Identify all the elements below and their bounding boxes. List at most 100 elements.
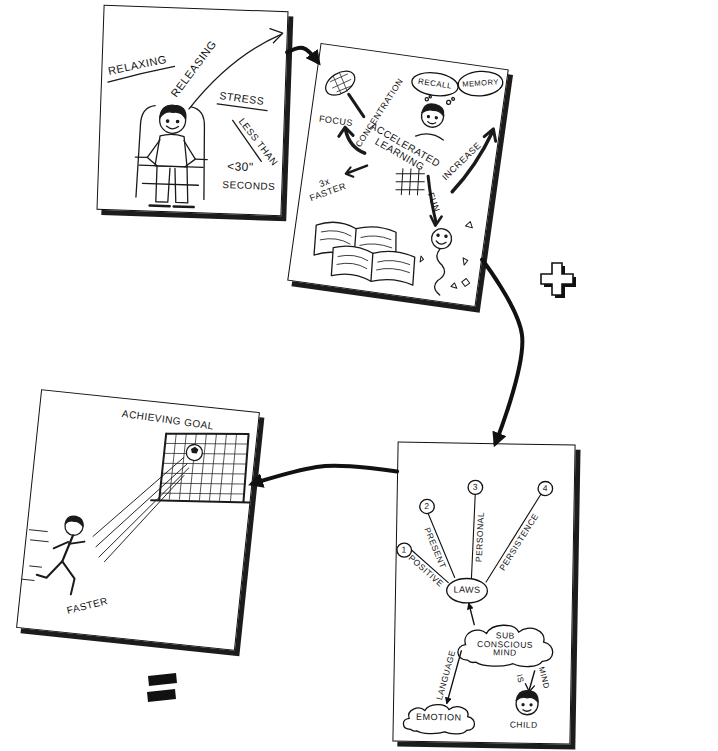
relaxed-person bbox=[183, 141, 196, 167]
equals-symbol bbox=[147, 673, 177, 702]
sketch-page: RELAXINGRELEASINGSTRESS LESS THAN<30" SECO… bbox=[96, 5, 288, 216]
mind-cloud: SUB CONSCIOUS MIND bbox=[453, 619, 558, 669]
sketch-label: IS bbox=[515, 674, 525, 684]
relaxed-person bbox=[146, 104, 197, 207]
sketch-label: RELAXING bbox=[107, 54, 168, 77]
running-child bbox=[65, 515, 84, 526]
learning-sketch bbox=[348, 163, 367, 175]
running-child bbox=[22, 529, 49, 581]
node-label: 3 bbox=[473, 483, 478, 492]
mind-cloud-shape bbox=[458, 624, 553, 667]
relaxed-person bbox=[176, 120, 178, 122]
sketch-page: ACHIEVING GOAL FASTER bbox=[16, 389, 260, 651]
equals-symbol bbox=[147, 689, 176, 702]
running-child bbox=[54, 538, 85, 551]
callout-number-shape bbox=[538, 481, 553, 495]
racket-drawing bbox=[318, 63, 371, 117]
goal-net bbox=[151, 425, 256, 511]
node-label: 4 bbox=[543, 484, 548, 493]
child-face bbox=[516, 690, 538, 701]
relaxed-person bbox=[160, 105, 187, 119]
relaxed-person bbox=[147, 139, 160, 165]
emotion-cloud: EMOTION bbox=[400, 701, 479, 736]
relaxed-person bbox=[174, 166, 189, 202]
node-label: LAWS bbox=[453, 586, 480, 596]
smiley-face bbox=[424, 227, 453, 295]
thought-bubble-shape bbox=[410, 70, 459, 99]
child-face bbox=[523, 710, 531, 712]
sketch-label: RELEASING bbox=[169, 39, 218, 100]
emotion-cloud-shape bbox=[403, 704, 475, 734]
smiley-face bbox=[432, 248, 448, 295]
sketch-label: MIND bbox=[537, 666, 550, 690]
open-books bbox=[310, 219, 421, 288]
running-child bbox=[35, 559, 76, 595]
child-face bbox=[516, 690, 538, 714]
thinking-person bbox=[416, 132, 444, 140]
sketch-label: SECONDS bbox=[222, 180, 275, 192]
sketch-page: CONCENTRATIONFOCUSACCELERATED LEARNING3x… bbox=[287, 43, 509, 307]
thinking-person bbox=[429, 95, 431, 97]
learning-sketch bbox=[345, 167, 354, 177]
thinking-person bbox=[446, 100, 451, 105]
smiley-face bbox=[437, 234, 439, 236]
smiley-face bbox=[436, 241, 446, 245]
thinking-person bbox=[452, 97, 455, 100]
sketch-label: FOCUS bbox=[318, 115, 353, 129]
sketch-label: 3x FASTER bbox=[305, 172, 347, 204]
child-face bbox=[522, 704, 524, 706]
laws-ellipse: LAWS bbox=[446, 577, 488, 604]
goal-net bbox=[160, 435, 250, 501]
plus-symbol bbox=[541, 263, 573, 295]
memory-ellipse: MEMORY bbox=[457, 69, 505, 98]
node-label: EMOTION bbox=[416, 713, 462, 723]
racket-drawing bbox=[321, 66, 359, 100]
goal-net bbox=[151, 425, 256, 511]
sketch-label: ACHIEVING GOAL bbox=[121, 409, 214, 432]
goal-sketch bbox=[17, 390, 261, 652]
open-books bbox=[369, 253, 375, 281]
sketch-label: LESS THAN bbox=[237, 117, 280, 168]
callout-number-shape bbox=[468, 480, 483, 494]
thinking-person bbox=[422, 103, 445, 116]
callout-number-shape bbox=[420, 499, 435, 513]
learning-sketch bbox=[339, 126, 354, 138]
flow-arrow bbox=[252, 466, 397, 484]
memory-ellipse-shape bbox=[457, 70, 503, 97]
relaxed-person bbox=[166, 126, 178, 129]
sketch-label: STRESS bbox=[219, 90, 265, 107]
learning-sketch bbox=[422, 176, 442, 222]
sketch-page: IS MIND CHILD 1 2 3 4LAWS SUB CONSCIOUS MIND EMO… bbox=[392, 441, 575, 744]
node-label: 2 bbox=[424, 502, 429, 511]
smiley-face bbox=[430, 227, 453, 250]
child-face bbox=[530, 704, 532, 706]
learning-sketch bbox=[429, 215, 441, 226]
learning-sketch bbox=[484, 128, 498, 142]
node-label: 1 bbox=[402, 546, 407, 555]
relaxed-person bbox=[150, 206, 194, 208]
sketch-label: FASTER bbox=[66, 596, 109, 616]
soccer-ball bbox=[186, 444, 204, 462]
learning-sketch bbox=[417, 215, 478, 290]
flow-arrow bbox=[482, 260, 522, 444]
relaxed-person bbox=[155, 134, 188, 167]
running-child bbox=[21, 511, 87, 595]
goal-sketch bbox=[91, 449, 190, 570]
thinking-person bbox=[427, 116, 429, 118]
node-label: SUB CONSCIOUS MIND bbox=[469, 630, 541, 658]
flow-arrow bbox=[287, 48, 318, 62]
open-books bbox=[329, 243, 417, 287]
relaxation-sketch bbox=[189, 31, 282, 112]
thinking-person bbox=[428, 122, 436, 125]
racket-drawing bbox=[346, 94, 367, 116]
thinking-person bbox=[425, 97, 429, 101]
soccer-ball bbox=[191, 447, 197, 453]
soccer-ball bbox=[186, 444, 204, 462]
thought-bubble: RECALL bbox=[410, 69, 461, 99]
sketch-label: CHILD bbox=[510, 720, 538, 729]
chair-drawing bbox=[142, 183, 198, 185]
relaxed-person bbox=[156, 166, 170, 202]
sketch-label: <30" bbox=[227, 160, 254, 173]
thinking-person bbox=[435, 117, 437, 119]
